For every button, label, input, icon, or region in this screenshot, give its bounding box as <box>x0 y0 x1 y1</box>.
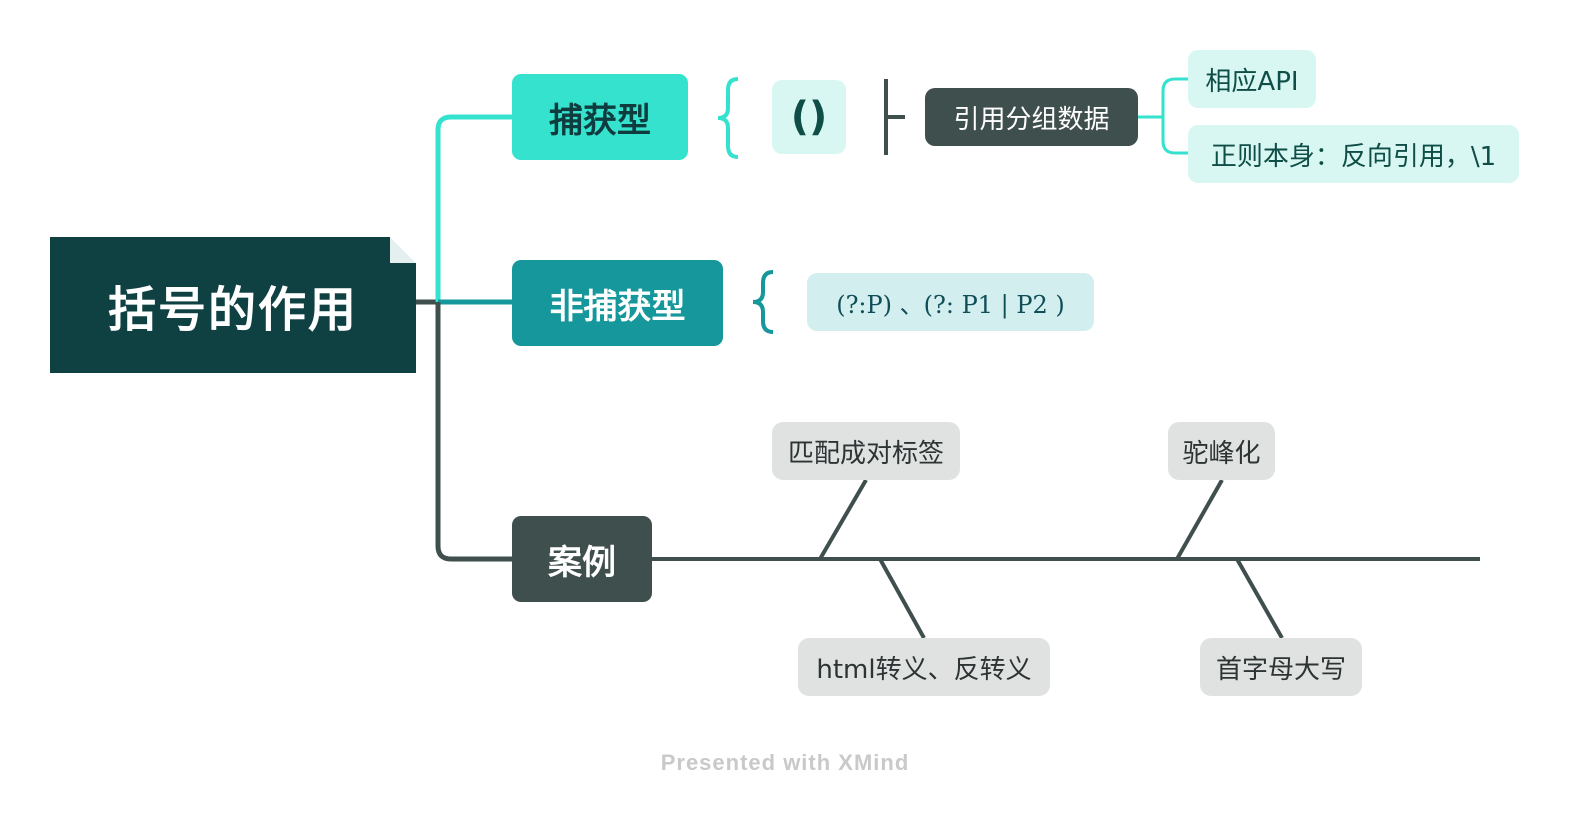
noncapture-example-topic[interactable]: (?:P) 、(?: P1 | P2 ) <box>807 273 1094 331</box>
reference-topic[interactable]: 引用分组数据 <box>925 88 1138 146</box>
reference-child-api-label: 相应API <box>1205 66 1299 97</box>
rib-upper <box>1235 558 1284 639</box>
case-item-camel-label: 驼峰化 <box>1182 438 1261 469</box>
reference-child-api[interactable]: 相应API <box>1188 50 1316 108</box>
paren-bracket <box>884 79 905 155</box>
rib-html <box>878 558 926 639</box>
noncapture-brace <box>752 270 774 334</box>
reference-bracket <box>1138 77 1188 155</box>
rib-camel <box>1175 479 1224 560</box>
case-item-html[interactable]: html转义、反转义 <box>798 638 1050 696</box>
reference-child-backref-label: 正则本身：反向引用，\1 <box>1210 141 1497 172</box>
root-label: 括号的作用 <box>107 282 358 338</box>
case-item-html-label: html转义、反转义 <box>816 654 1032 685</box>
branch-capture-label: 捕获型 <box>549 100 651 141</box>
case-item-tag[interactable]: 匹配成对标签 <box>772 422 960 480</box>
rib-tag <box>818 478 868 561</box>
paren-symbol: () <box>790 94 828 140</box>
reference-label: 引用分组数据 <box>953 104 1110 135</box>
noncapture-example-label: (?:P) 、(?: P1 | P2 ) <box>836 290 1065 319</box>
case-item-upper-label: 首字母大写 <box>1215 654 1346 685</box>
root-topic[interactable]: 括号的作用 <box>50 237 416 373</box>
branch-capture[interactable]: 捕获型 <box>512 74 688 160</box>
branch-cases-label: 案例 <box>548 542 616 583</box>
branch-noncapture-label: 非捕获型 <box>549 286 686 327</box>
capture-connector <box>435 114 512 302</box>
footer-credit: Presented with XMind <box>660 750 910 775</box>
root-corner-fold <box>390 237 416 263</box>
case-item-upper[interactable]: 首字母大写 <box>1200 638 1362 696</box>
case-item-tag-label: 匹配成对标签 <box>787 438 944 469</box>
case-item-camel[interactable]: 驼峰化 <box>1168 422 1275 480</box>
capture-brace <box>717 77 739 159</box>
branch-cases[interactable]: 案例 <box>512 516 652 602</box>
reference-child-backref[interactable]: 正则本身：反向引用，\1 <box>1188 125 1519 183</box>
branch-noncapture[interactable]: 非捕获型 <box>512 260 723 346</box>
case-connector <box>435 302 512 562</box>
paren-symbol-topic[interactable]: () <box>772 80 846 154</box>
